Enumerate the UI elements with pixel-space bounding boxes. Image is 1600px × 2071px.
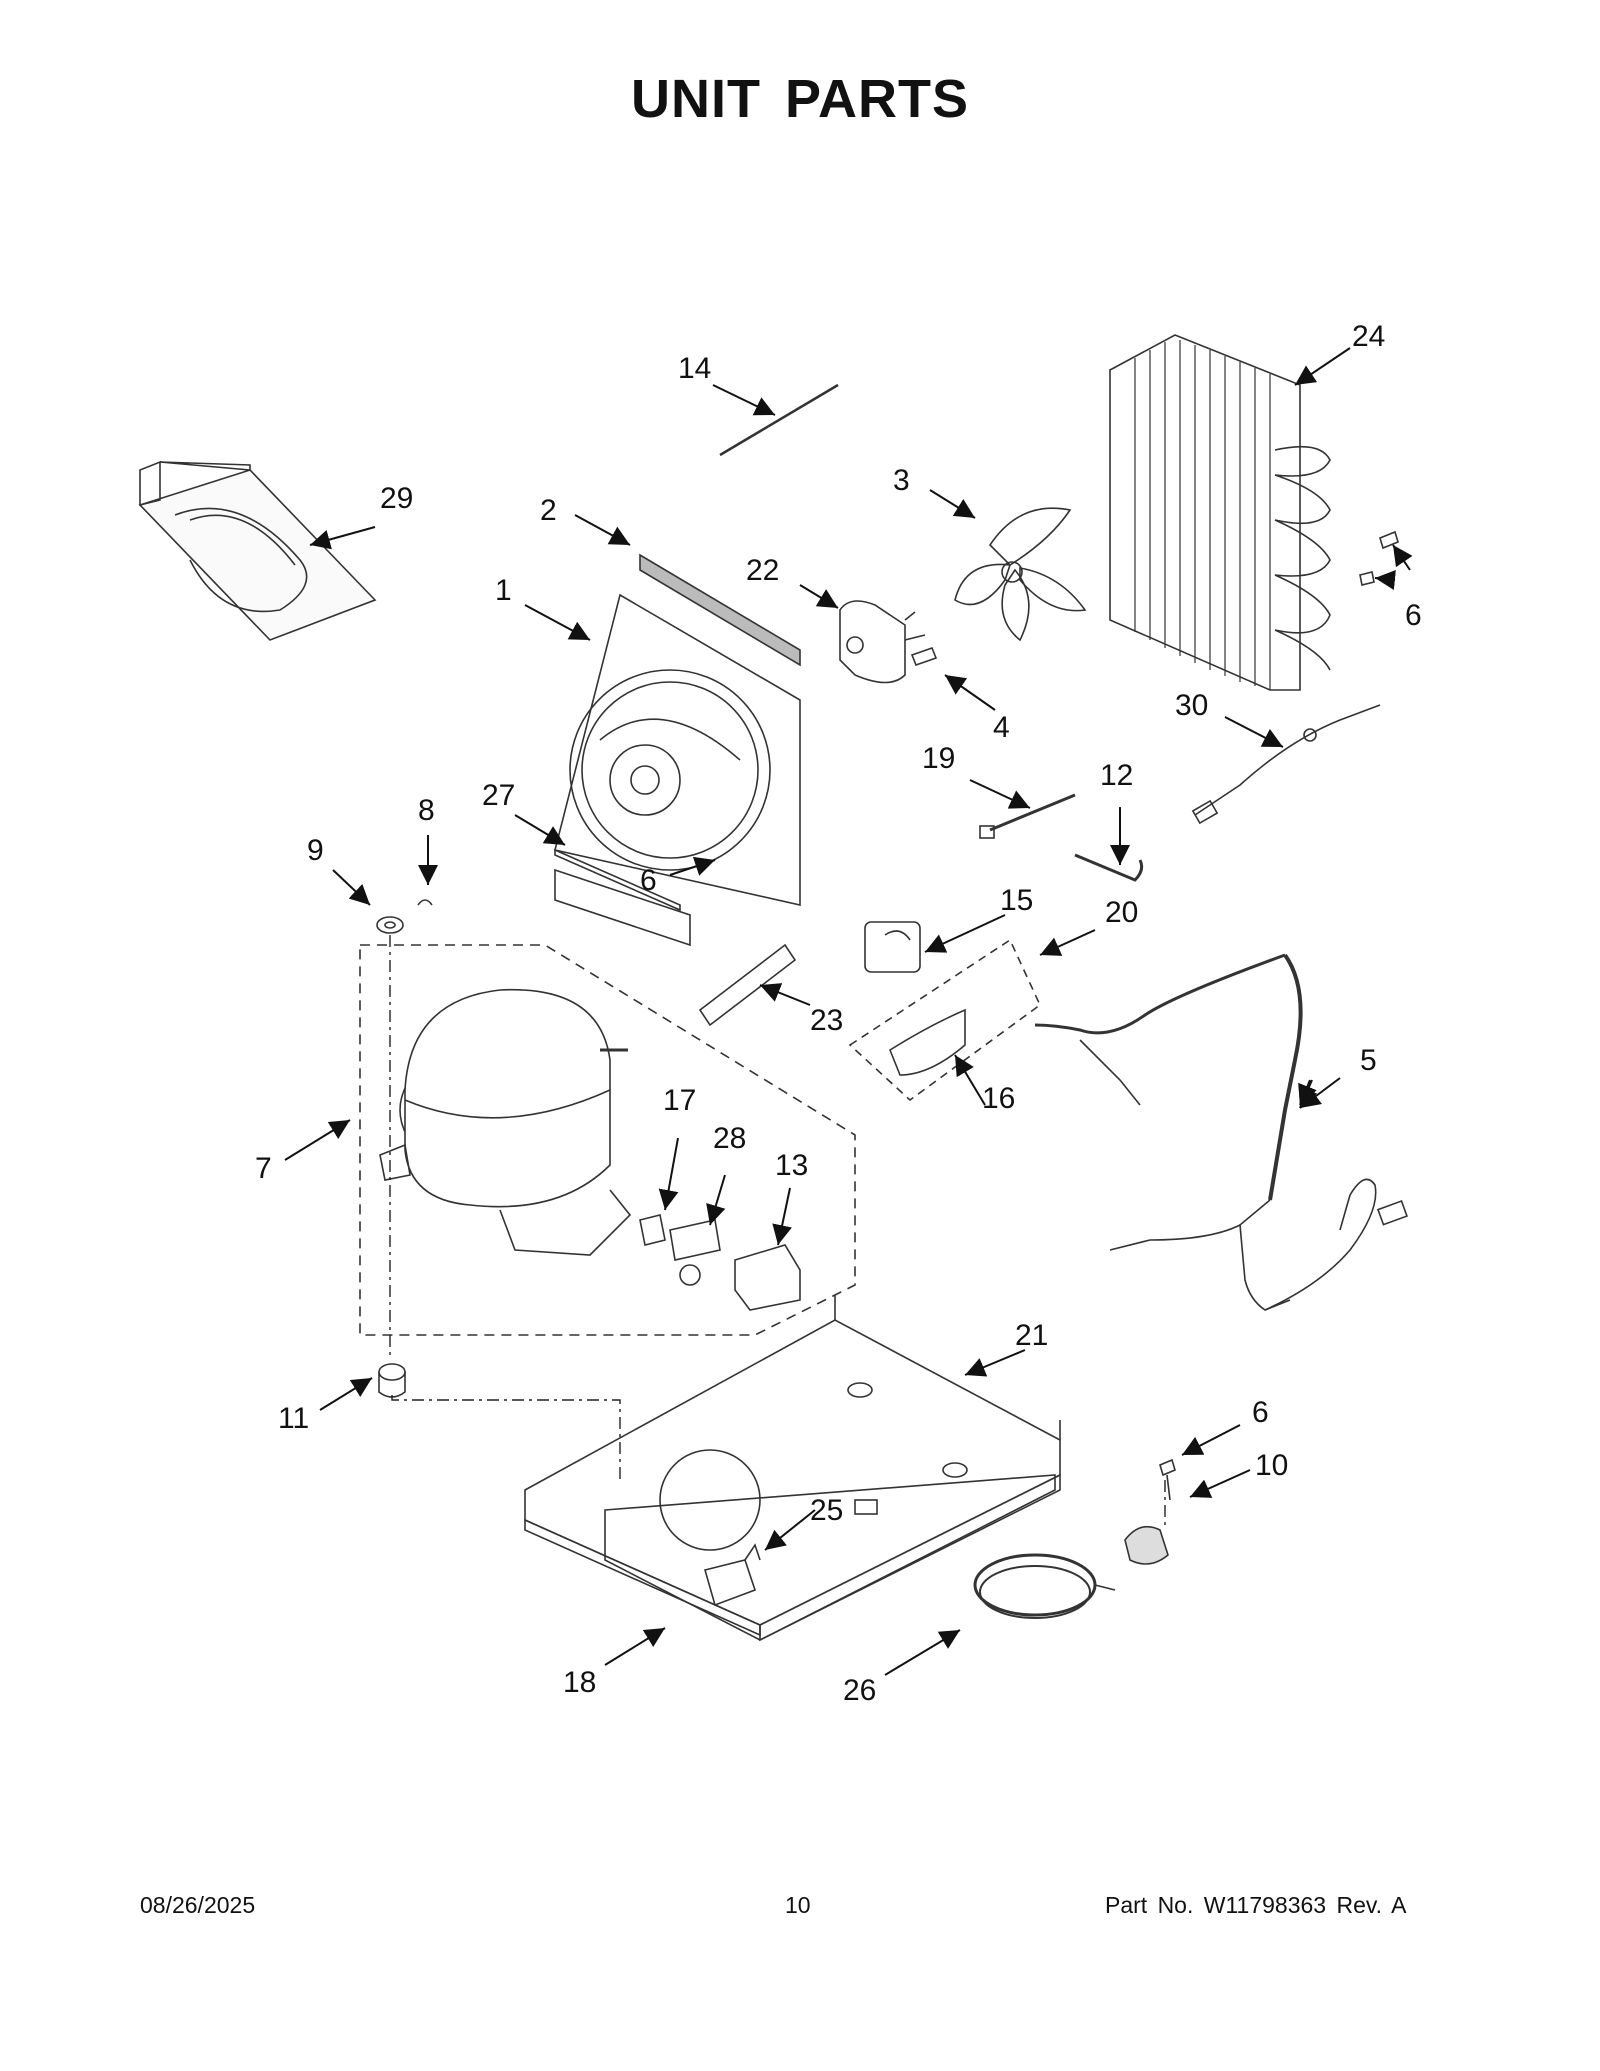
clamp-part (1124, 1525, 1169, 1565)
callout-6: 6 (640, 864, 657, 897)
washer-part (376, 916, 404, 934)
callout-11: 11 (278, 1402, 309, 1435)
water-line-part (973, 1553, 1116, 1619)
callout-23: 23 (810, 1004, 843, 1037)
start-relay-part (669, 1219, 721, 1286)
callout-7: 7 (255, 1152, 272, 1185)
tube-part (1074, 853, 1144, 882)
wire-harness-part (1034, 953, 1408, 1311)
clip-part (417, 899, 433, 906)
screw-part (1159, 1458, 1176, 1501)
callout-21: 21 (1015, 1319, 1048, 1352)
callout-9: 9 (307, 834, 324, 867)
screw-part (910, 646, 938, 667)
callout-27: 27 (482, 779, 515, 812)
callout-15: 15 (1000, 884, 1033, 917)
footer-part-number: Part No. W11798363 Rev. A (1105, 1892, 1407, 1918)
callout-6: 6 (1405, 599, 1422, 632)
cable-tie-part (979, 793, 1076, 839)
callout-20: 20 (1105, 896, 1138, 929)
callout-14: 14 (678, 352, 711, 385)
callout-28: 28 (713, 1122, 746, 1155)
capacitor-part (734, 1244, 801, 1311)
overload-part (639, 1214, 666, 1246)
callout-8: 8 (418, 794, 435, 827)
callout-10: 10 (1255, 1449, 1288, 1482)
condenser-part (1109, 334, 1331, 691)
callout-5: 5 (1360, 1044, 1377, 1077)
bracket-part (554, 868, 691, 947)
compressor-assembly-part (359, 944, 856, 1336)
callout-18: 18 (563, 1666, 596, 1699)
callout-24: 24 (1352, 320, 1385, 353)
cable-tie-part (719, 383, 839, 457)
callout-2: 2 (540, 494, 557, 527)
base-plate-part (524, 1295, 1061, 1642)
callout-6: 6 (1252, 1396, 1269, 1429)
callout-3: 3 (893, 464, 910, 497)
callout-25: 25 (810, 1494, 843, 1527)
page-title: UNIT PARTS (631, 69, 969, 129)
callout-17: 17 (663, 1084, 696, 1117)
callout-12: 12 (1100, 759, 1133, 792)
callout-1: 1 (495, 574, 512, 607)
callout-13: 13 (775, 1149, 808, 1182)
footer-page-number: 10 (785, 1892, 811, 1918)
foam-strip-part (639, 553, 801, 667)
thermistor-harness-part (1191, 704, 1381, 825)
drain-tray-part (138, 460, 377, 641)
fan-motor-part (839, 600, 926, 684)
callout-30: 30 (1175, 689, 1208, 722)
drier-part (698, 943, 797, 1027)
water-valve-part (704, 1543, 761, 1607)
callout-16: 16 (982, 1082, 1015, 1115)
screw-part (1359, 530, 1399, 586)
fan-shroud-part (554, 593, 801, 912)
footer-date: 08/26/2025 (140, 1892, 256, 1918)
fan-blade-part (954, 507, 1087, 642)
callout-26: 26 (843, 1674, 876, 1707)
grommet-part (378, 1363, 406, 1398)
relay-part (864, 921, 921, 973)
callout-19: 19 (922, 742, 955, 775)
bracket-assembly-part (848, 938, 1042, 1102)
callout-22: 22 (746, 554, 779, 587)
callout-29: 29 (380, 482, 413, 515)
callout-4: 4 (993, 711, 1010, 744)
